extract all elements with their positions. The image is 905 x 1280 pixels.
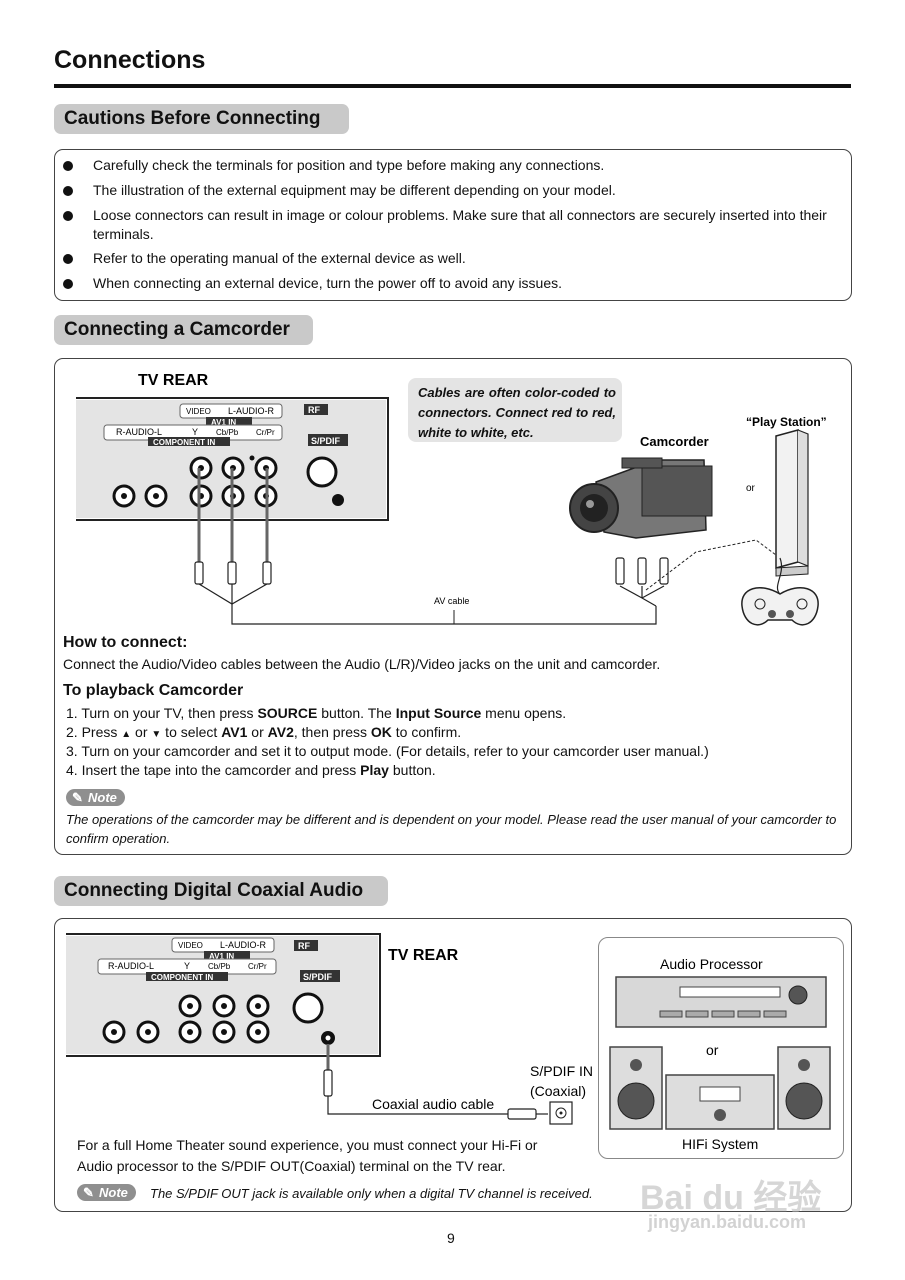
playback-step-2: 2. Press ▲ or ▼ to select AV1 or AV2, th… (66, 724, 462, 740)
panel-av1-in: AV1 IN (211, 418, 236, 427)
list-item: When connecting an external device, turn… (63, 274, 848, 293)
note-badge: ✎Note (66, 789, 125, 806)
panel-r-audio-l: R-AUDIO-L (108, 961, 154, 971)
spdif-badge (300, 970, 340, 982)
av-cable-label: AV cable (434, 596, 469, 606)
panel-r-audio-l: R-AUDIO-L (116, 427, 162, 437)
camcorder-image (569, 457, 713, 539)
coaxial-paren-label: (Coaxial) (530, 1083, 586, 1099)
list-item: Carefully check the terminals for positi… (63, 156, 848, 175)
cautions-box: Carefully check the terminals for positi… (54, 149, 852, 301)
up-arrow-icon: ▲ (121, 729, 132, 740)
panel-rf: RF (308, 405, 320, 415)
watermark-url: jingyan.baidu.com (648, 1212, 807, 1232)
av1-badge (206, 417, 252, 426)
audio-processor-device (615, 976, 827, 1028)
panel-crpr: Cr/Pr (256, 428, 275, 437)
camcorder-label: Camcorder (640, 434, 709, 449)
panel-y: Y (192, 427, 198, 437)
camcorder-heading: Connecting a Camcorder (54, 315, 313, 345)
audio-devices-panel (598, 937, 844, 1159)
tv-rear-label: TV REAR (388, 947, 459, 964)
panel-video: VIDEO (178, 941, 203, 950)
right-speaker (777, 1046, 831, 1130)
coaxial-note-text: The S/PDIF OUT jack is available only wh… (150, 1186, 593, 1201)
page-number: 9 (447, 1230, 455, 1246)
panel-l-audio-r: L-AUDIO-R (220, 940, 267, 950)
coaxial-heading: Connecting Digital Coaxial Audio (54, 876, 388, 906)
tv-rear-label: TV REAR (138, 372, 209, 389)
panel-cbpb: Cb/Pb (208, 962, 231, 971)
how-to-connect-heading: How to connect: (63, 634, 188, 651)
spdif-in-label: S/PDIF IN (530, 1063, 593, 1079)
pencil-icon: ✎ (72, 790, 83, 805)
panel-spdif: S/PDIF (303, 972, 333, 982)
play-station-image (741, 429, 819, 626)
spdif-badge (308, 434, 348, 446)
panel-y: Y (184, 961, 190, 971)
audio-or-label: or (706, 1042, 719, 1058)
camcorder-diagram: TV REAR VIDEO L-AUDIO-R AV1 IN R-AUDIO-L… (76, 372, 827, 626)
rf-badge (294, 940, 318, 951)
camcorder-box (54, 358, 852, 855)
coaxial-cable-label: Coaxial audio cable (372, 1096, 494, 1112)
hifi-system-label: HIFi System (682, 1136, 758, 1152)
camcorder-note-text: The operations of the camcorder may be d… (66, 812, 837, 846)
list-item: Refer to the operating manual of the ext… (63, 249, 848, 268)
panel-crpr: Cr/Pr (248, 962, 267, 971)
page-title: Connections (54, 46, 206, 74)
playback-step-1: 1. Turn on your TV, then press SOURCE bu… (66, 705, 567, 721)
panel-component-in: COMPONENT IN (151, 973, 213, 982)
panel-component-in: COMPONENT IN (153, 438, 215, 447)
panel-rf: RF (298, 941, 310, 951)
hifi-unit (665, 1074, 775, 1130)
play-station-label: “Play Station” (746, 415, 827, 429)
playback-step-3: 3. Turn on your camcorder and set it to … (66, 743, 709, 759)
panel-l-audio-r: L-AUDIO-R (228, 406, 275, 416)
tv-panel (66, 933, 381, 1057)
playback-step-4: 4. Insert the tape into the camcorder an… (66, 762, 436, 778)
coaxial-diagram: VIDEO L-AUDIO-R AV1 IN R-AUDIO-L Y Cb/Pb… (66, 933, 593, 1125)
panel-av1-in: AV1 IN (209, 952, 234, 961)
title-rule (54, 84, 851, 88)
how-to-connect-text: Connect the Audio/Video cables between t… (63, 656, 661, 672)
callout-text: Cables are often color-coded to connecto… (418, 385, 616, 440)
coaxial-body-line-1: For a full Home Theater sound experience… (77, 1137, 538, 1153)
playback-heading: To playback Camcorder (63, 682, 244, 699)
watermark-logo: Bai du 经验 (640, 1179, 822, 1217)
list-item: The illustration of the external equipme… (63, 181, 848, 200)
panel-cbpb: Cb/Pb (216, 428, 239, 437)
down-arrow-icon: ▼ (151, 729, 162, 740)
av1-badge (204, 951, 250, 960)
panel-video: VIDEO (186, 407, 211, 416)
audio-processor-label: Audio Processor (660, 956, 763, 972)
cautions-heading: Cautions Before Connecting (54, 104, 349, 134)
callout-box (408, 378, 622, 442)
list-item: Loose connectors can result in image or … (63, 206, 848, 244)
rf-badge (304, 404, 328, 415)
component-badge (148, 437, 230, 446)
or-label: or (746, 483, 756, 494)
coaxial-body-line-2: Audio processor to the S/PDIF OUT(Coaxia… (77, 1158, 506, 1174)
pencil-icon: ✎ (83, 1185, 94, 1200)
component-badge (146, 972, 228, 981)
audio-devices-image: Audio Processor or HIFi System (609, 956, 831, 1152)
note-badge: ✎Note (77, 1184, 136, 1201)
panel-spdif: S/PDIF (311, 436, 341, 446)
coaxial-box (54, 918, 852, 1212)
left-speaker (609, 1046, 663, 1130)
